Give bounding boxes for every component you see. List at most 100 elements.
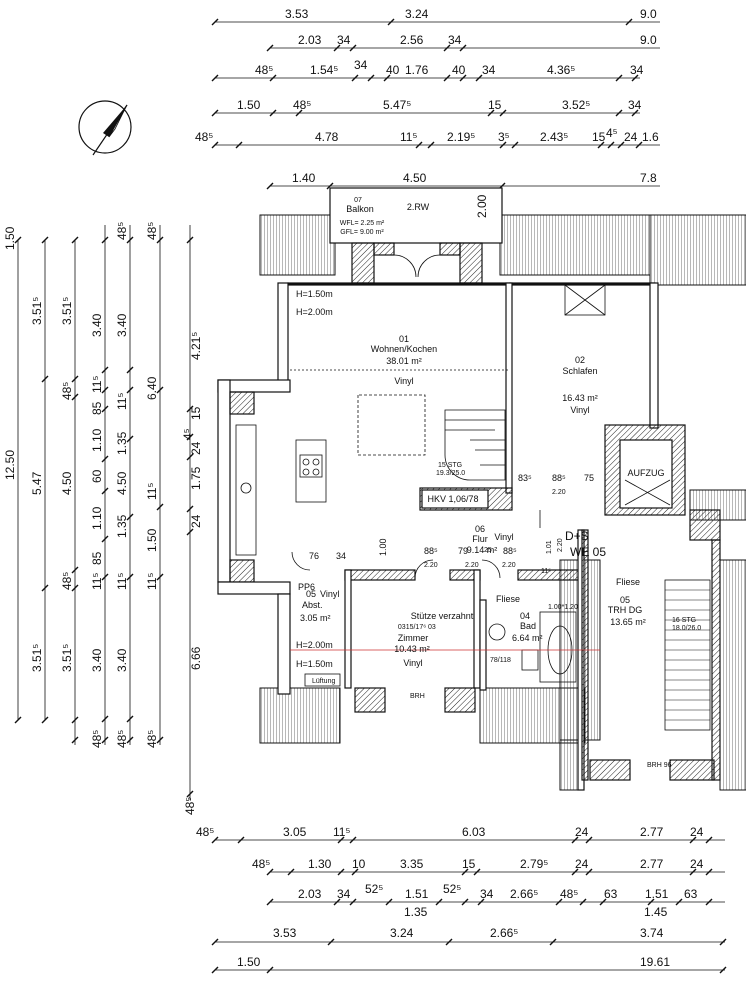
dim-bottom: 52⁵ [443,882,461,896]
wohnen-area: 38.01 m² [386,356,422,366]
dim-left: 24 [189,514,203,528]
dim-bottom: 34 [480,887,494,901]
dim-left: 11⁵ [90,573,104,590]
dim-left: 48⁵ [183,797,197,815]
dim-bottom: 3.05 [283,825,307,839]
dim-left: 3.40 [90,648,104,672]
trh-area: 13.65 m² [610,617,646,627]
fixtures [235,254,711,731]
dim-left: 85 [90,401,104,415]
dim-top: 5.47⁵ [383,98,411,112]
dim-left: 3.40 [115,313,129,337]
zimmer-area: 10.43 m² [394,644,430,654]
dim-top: 1.54⁵ [310,63,338,77]
dim-bottom: 34 [337,887,351,901]
dim-top: 34 [354,58,368,72]
dim-left: 3.51⁵ [60,297,74,325]
dim-bottom: 3.35 [400,857,424,871]
dim-top: 15 [592,130,606,144]
height-label: H=1.50m [296,289,333,299]
dim-left: 3.40 [115,648,129,672]
dim-top: 4⁵ [606,126,618,140]
trh-floor: Fliese [616,577,640,587]
dim-bottom: 2.79⁵ [520,857,548,871]
dim-bottom: 52⁵ [365,882,383,896]
dim-left: 15 [189,406,203,420]
dim-left: 48⁵ [115,730,129,748]
abst-number: 05 [306,589,316,599]
dim-bottom: 1.30 [308,857,332,871]
schlafen-area: 16.43 m² [562,393,598,403]
dim-top: 3.24 [405,7,429,21]
brh96-label: BRH 96 [647,762,672,769]
stair-steps-trh: 16 STG [672,617,696,624]
dim-left: 1.50 [145,528,159,552]
zimmer-code: 0315/17⁶ [398,624,426,631]
dim-left: 11⁵ [115,573,129,590]
dim-bottom: 1.51 [645,887,669,901]
dim-top: 4.50 [403,171,427,185]
dim-top: 34 [482,63,496,77]
north-arrow-icon [78,100,132,156]
dim-bottom: 1.51 [405,887,429,901]
door-dim: 83⁵ [518,473,532,483]
dim-bottom: 19.61 [640,955,670,969]
abst-name: Abst. [302,600,323,610]
height-label: H=2.00m [296,640,333,650]
height-label: H=2.00m [296,307,333,317]
dimension-labels-bottom: 48⁵ 3.05 11⁵ 6.03 24 2.77 24 48⁵ 1.30 10… [196,825,704,969]
dim-top: 15 [488,98,502,112]
dim-bottom: 2.77 [640,825,664,839]
dim-left: 4.50 [115,471,129,495]
dim-left: 4.50 [60,471,74,495]
lueftung-label: Lüftung [312,678,335,685]
door-dim: 2.20 [502,562,516,569]
dim-bottom: 2.77 [640,857,664,871]
dplus-label: D+S [565,529,589,543]
dim-left: 48⁵ [60,572,74,590]
flur-number: 06 [475,524,485,534]
room-labels: 07 Balkon WFL= 2.25 m² GFL= 9.00 m² 2.RW… [298,194,646,668]
zimmer-name: Zimmer [398,633,429,643]
bad-area: 6.64 m² [512,633,543,643]
bad-door: 78/118 [490,657,511,664]
door-dim: 88⁵ [503,546,517,556]
schlafen-floor: Vinyl [570,405,589,415]
hkv-label: HKV 1,06/78 [427,494,478,504]
bad-floor: Fliese [496,594,520,604]
flur-floor: Vinyl [494,532,513,542]
bad-tub: 1.00*1.20 [548,604,578,611]
flur-name: Flur [472,534,488,544]
dim-top: 34 [448,33,462,47]
balkon-gfl: GFL= 9.00 m² [340,229,384,236]
dim-left: 11⁵ [90,376,104,393]
door-dim: 1.00 [378,538,388,556]
wohnen-number: 01 [399,334,409,344]
dim-bottom: 1.45 [644,905,668,919]
dim-top: 9.0 [640,33,657,47]
dim-left: 1.10 [90,428,104,452]
dim-bottom: 2.03 [298,887,322,901]
dim-left: 48⁵ [60,382,74,400]
dim-top: 2.56 [400,33,424,47]
dim-bottom: 24 [690,825,704,839]
aufzug-label: AUFZUG [628,468,665,478]
dim-left: 48⁵ [145,222,159,240]
door-dim: 11⁵ [541,568,551,575]
door-dim: 75 [584,473,594,483]
zimmer-number: 03 [428,624,436,631]
bad-name: Bad [520,621,536,631]
flur-area: 9.14 m² [467,545,498,555]
dim-top: 1.76 [405,63,429,77]
dim-top: 3.52⁵ [562,98,590,112]
door-dim: 2.20 [552,489,566,496]
dim-top: 24 [624,130,638,144]
dimension-labels-left: 12.50 1.50 3.51⁵ 5.47 3.51⁵ 3.51⁵ 48⁵ 4.… [3,222,203,815]
dim-bottom: 3.53 [273,926,297,940]
dim-top: 7.8 [640,171,657,185]
dim-left: 1.50 [3,226,17,250]
schlafen-name: Schlafen [562,366,597,376]
we-label: WE 05 [570,545,606,559]
balkon-dim: 2.00 [475,194,489,218]
walls [217,187,721,791]
